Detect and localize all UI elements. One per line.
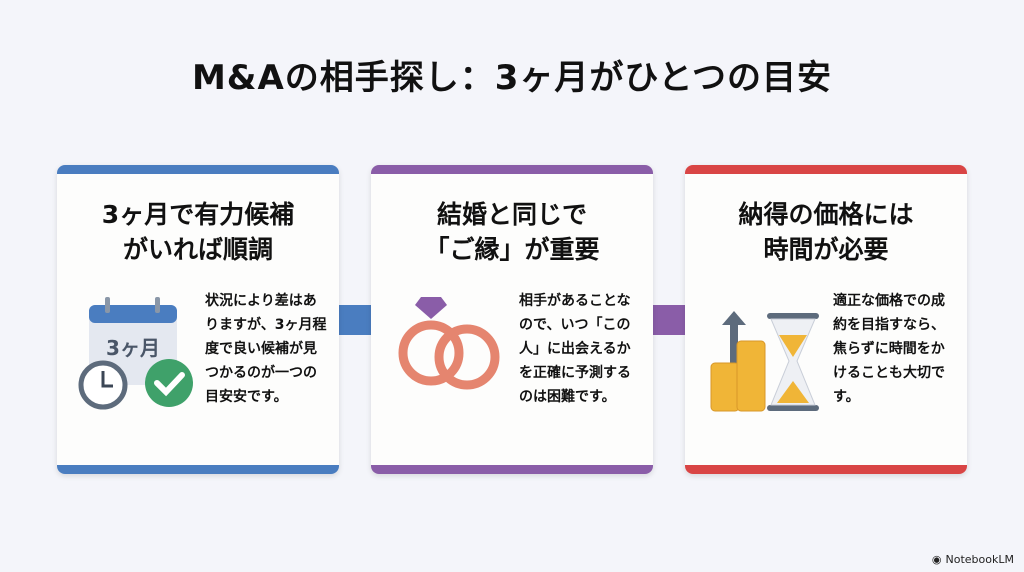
calendar-text: 3ヶ月 [106, 336, 160, 360]
title-line: 3ヶ月で有力候補 [101, 200, 295, 229]
card-bottom-bar [57, 465, 339, 474]
footer-label: NotebookLM [945, 553, 1014, 566]
connector [337, 305, 371, 335]
card-title: 3ヶ月で有力候補がいれば順調 [57, 197, 339, 267]
coins-hourglass-icon [710, 311, 819, 412]
card-body: 相手があることなので、いつ「この人」に出会えるかを正確に予測するのは困難です。 [519, 293, 631, 405]
title-line: 結婚と同じで [436, 200, 587, 229]
card-title: 結婚と同じで「ご縁」が重要 [371, 197, 653, 267]
card-top-bar [685, 165, 967, 174]
card-bottom-bar [685, 465, 967, 474]
title-line: がいれば順調 [122, 235, 273, 264]
footer-brand: ◉ NotebookLM [932, 553, 1014, 566]
page-title: M&Aの相手探し：3ヶ月がひとつの目安 [191, 58, 833, 98]
calendar-clock-check-icon: 3ヶ月 [78, 297, 193, 410]
title-line: 納得の価格には [738, 200, 914, 229]
card-body: 適正な価格での成約を目指すなら、焦らずに時間をかけることも大切です。 [833, 293, 945, 405]
card-price: 納得の価格には時間が必要 適正な価格での成約を目指すなら、焦らずに時間をかけるこ… [685, 165, 967, 474]
card-bottom-bar [371, 465, 653, 474]
card-fate: 結婚と同じで「ご縁」が重要 相手があることなので、いつ「この人」に出会えるかを正… [371, 165, 653, 474]
connector [651, 305, 685, 335]
title-line: 時間が必要 [763, 235, 889, 264]
card-top-bar [371, 165, 653, 174]
notebooklm-logo-icon: ◉ [931, 553, 942, 566]
card-title: 納得の価格には時間が必要 [685, 197, 967, 267]
card-top-bar [57, 165, 339, 174]
title-line: 「ご縁」が重要 [424, 235, 600, 264]
card-body: 状況により差はありますが、3ヶ月程度で良い候補が見つかるのが一つの目安安です。 [205, 293, 327, 405]
rings-icon [398, 297, 500, 390]
card-three-months: 3ヶ月で有力候補がいれば順調 3ヶ月 状況により差はありますが、3ヶ月程度で良い… [57, 165, 339, 474]
